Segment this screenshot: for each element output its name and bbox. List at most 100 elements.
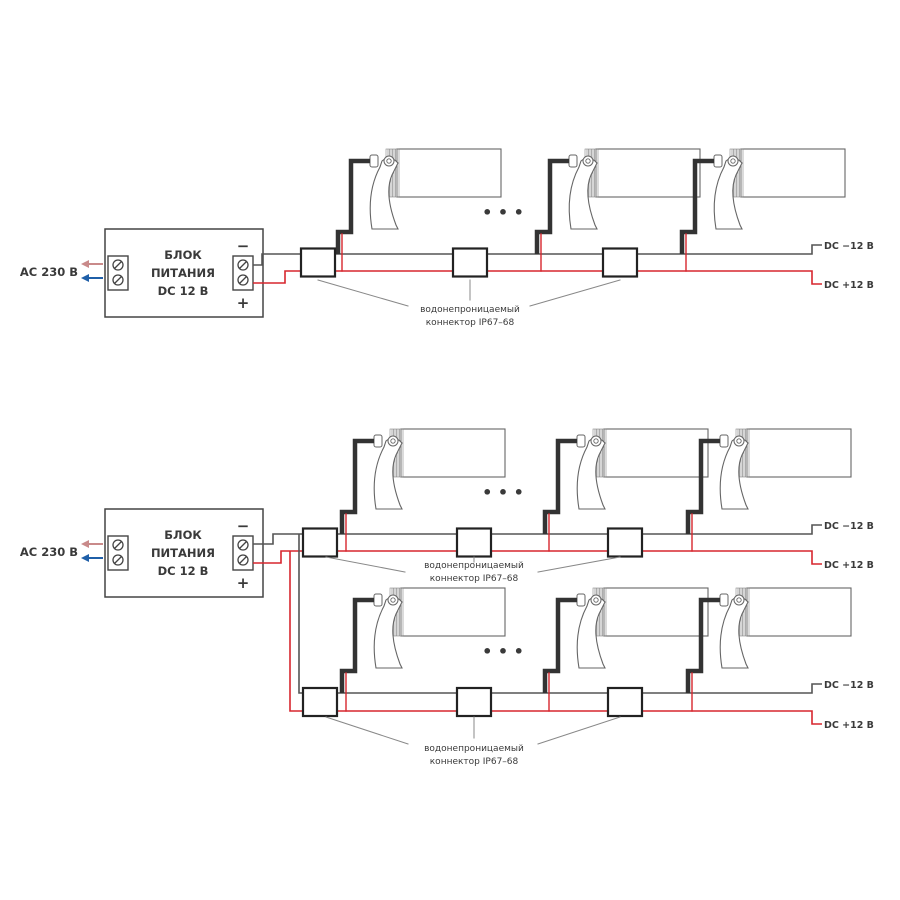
cable-gland bbox=[719, 593, 729, 607]
screw-slot bbox=[239, 556, 247, 564]
psu-positive-wire bbox=[253, 270, 300, 284]
cable-gland bbox=[576, 593, 586, 607]
arrow-left-icon bbox=[81, 260, 89, 268]
psu-title-line-3: DC 12 В bbox=[158, 284, 209, 298]
pivot-inner bbox=[386, 158, 392, 164]
lamp-body bbox=[603, 587, 709, 637]
lamp-body bbox=[746, 428, 852, 478]
connector-leaders bbox=[317, 279, 621, 307]
ac-input-terminal bbox=[107, 535, 129, 571]
connector-leader-line bbox=[529, 279, 621, 307]
cable-gland bbox=[719, 434, 729, 448]
ac-input-label: AC 230 В bbox=[20, 545, 78, 559]
pivot-inner bbox=[593, 597, 599, 603]
plus-sign: + bbox=[237, 574, 250, 592]
arrow-left-icon bbox=[81, 274, 89, 282]
connector-leader-line bbox=[317, 279, 409, 307]
waterproof-connector bbox=[601, 247, 639, 278]
ac-input-terminal bbox=[107, 255, 129, 291]
ac-arrows bbox=[81, 540, 103, 562]
floodlight-lamp bbox=[542, 428, 709, 534]
psu-negative-wire bbox=[253, 253, 300, 266]
waterproof-connector bbox=[455, 527, 493, 558]
pivot-inner bbox=[585, 158, 591, 164]
lamp-body bbox=[603, 428, 709, 478]
lamp-cable bbox=[339, 597, 374, 693]
pivot-inner bbox=[730, 158, 736, 164]
screw-slot bbox=[114, 276, 122, 284]
lamp-line: • • •DC −12 ВDC +12 В bbox=[299, 148, 874, 291]
pivot-inner bbox=[390, 597, 396, 603]
psu-title-line-2: ПИТАНИЯ bbox=[151, 266, 215, 280]
psu-title-line-1: БЛОК bbox=[164, 248, 202, 262]
floodlight-lamp bbox=[339, 587, 506, 693]
connector-leader-line bbox=[537, 556, 621, 573]
negative-bus-wire bbox=[300, 244, 822, 255]
lamp-cable bbox=[679, 158, 714, 254]
arrow-left-icon bbox=[81, 554, 89, 562]
dc-positive-label: DC +12 В bbox=[824, 280, 874, 291]
pivot-inner bbox=[593, 438, 599, 444]
floodlight-lamp bbox=[679, 148, 846, 254]
cable-gland bbox=[373, 593, 383, 607]
waterproof-connector bbox=[301, 686, 339, 718]
lamp-cable bbox=[542, 597, 577, 693]
connector-caption-line-2: коннектор IP67–68 bbox=[426, 318, 515, 328]
dc-negative-label: DC −12 В bbox=[824, 521, 874, 532]
lamp-cable bbox=[685, 597, 720, 693]
negative-bus-wire bbox=[305, 524, 822, 535]
waterproof-connector bbox=[455, 686, 493, 718]
waterproof-connector bbox=[299, 247, 337, 278]
dc-output-terminal bbox=[232, 535, 254, 571]
waterproof-connector bbox=[451, 247, 489, 278]
psu-negative-wire bbox=[253, 533, 305, 545]
positive-bus-wire bbox=[305, 550, 822, 565]
connector-leader-line bbox=[537, 716, 621, 745]
lamp-cable bbox=[335, 158, 370, 254]
ac-arrows bbox=[81, 260, 103, 282]
more-lamps-ellipsis: • • • bbox=[482, 483, 524, 502]
dc-negative-label: DC −12 В bbox=[824, 680, 874, 691]
more-lamps-ellipsis: • • • bbox=[482, 203, 524, 222]
pivot-inner bbox=[390, 438, 396, 444]
cable-gland bbox=[713, 154, 723, 168]
screw-slot bbox=[114, 261, 122, 269]
more-lamps-ellipsis: • • • bbox=[482, 642, 524, 661]
ac-input-label: AC 230 В bbox=[20, 265, 78, 279]
psu-title-line-3: DC 12 В bbox=[158, 564, 209, 578]
lamp-line: • • • DC −12 В DC +12 В bbox=[301, 428, 874, 571]
lamp-body bbox=[400, 587, 506, 637]
floodlight-lamp bbox=[685, 587, 852, 693]
dc-positive-label: DC +12 В bbox=[824, 720, 874, 731]
negative-bus-wire bbox=[305, 683, 822, 694]
floodlight-lamp bbox=[339, 428, 506, 534]
psu-title-line-1: БЛОК bbox=[164, 528, 202, 542]
connector-leaders-top bbox=[325, 556, 621, 573]
connector-caption-bottom-line-2: коннектор IP67–68 bbox=[430, 757, 519, 767]
pivot-inner bbox=[736, 597, 742, 603]
lamp-body bbox=[396, 148, 502, 198]
screw-slot bbox=[114, 541, 122, 549]
floodlight-lamp bbox=[335, 148, 502, 254]
psu-title-line-2: ПИТАНИЯ bbox=[151, 546, 215, 560]
lamp-cable bbox=[339, 438, 374, 534]
lamp-body bbox=[746, 587, 852, 637]
lamp-line: • • • DC −12 В DC +12 В bbox=[301, 587, 874, 731]
floodlight-lamp bbox=[542, 587, 709, 693]
connector-caption-top-line-2: коннектор IP67–68 bbox=[430, 574, 519, 584]
connector-caption-line-1: водонепроницаемый bbox=[420, 305, 520, 315]
screw-slot bbox=[239, 541, 247, 549]
cable-gland bbox=[369, 154, 379, 168]
dc-positive-label: DC +12 В bbox=[824, 560, 874, 571]
connector-leaders-bottom bbox=[325, 716, 621, 745]
floodlight-lamp bbox=[534, 148, 701, 254]
connector-caption-bottom-line-1: водонепроницаемый bbox=[424, 744, 524, 754]
lamp-body bbox=[595, 148, 701, 198]
lamp-body bbox=[400, 428, 506, 478]
connector-leader-line bbox=[325, 716, 409, 745]
